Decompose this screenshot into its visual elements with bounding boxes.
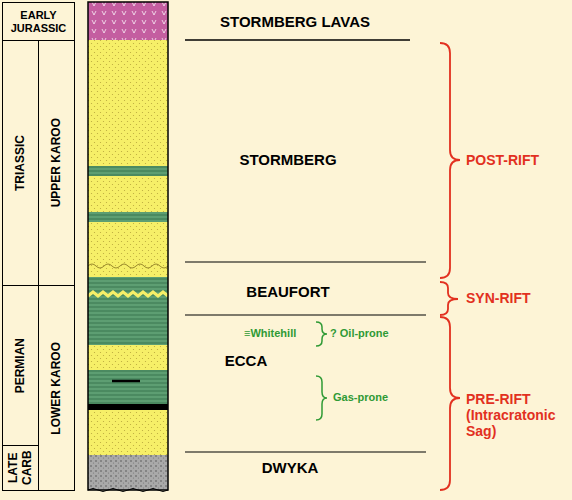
period-name: UPPER KAROO [50,118,64,207]
formation-name: DWYKA [200,459,380,476]
period-box: EARLY JURASSIC [2,2,75,41]
tectonic-stage: SYN-RIFT [466,290,570,306]
period-name: PERMIAN [14,338,28,393]
period-name: LOWER KAROO [50,342,64,435]
period-box: TRIASSIC [2,40,39,286]
source-rock-note: ? Oil-prone [330,327,420,340]
tectonic-stage: POST-RIFT [466,152,570,168]
formation-name: ECCA [216,352,276,369]
period-name: TRIASSIC [14,135,28,191]
period-name: EARLY JURASSIC [4,9,73,34]
formation-name: STORMBERG LAVAS [170,13,420,30]
period-name: LATE CARB [7,448,35,488]
source-rock-note: Gas-prone [333,391,423,404]
formation-name: BEAUFORT [200,283,376,300]
period-box: LOWER KAROO [38,285,75,491]
source-rock-note: ≡Whitehill [244,327,316,340]
formation-name: STORMBERG [200,151,376,168]
period-box: PERMIAN [2,285,39,446]
period-box: UPPER KAROO [38,40,75,286]
period-box: LATE CARB [2,445,39,491]
tectonic-stage: PRE-RIFT (Intracratonic Sag) [466,391,570,439]
